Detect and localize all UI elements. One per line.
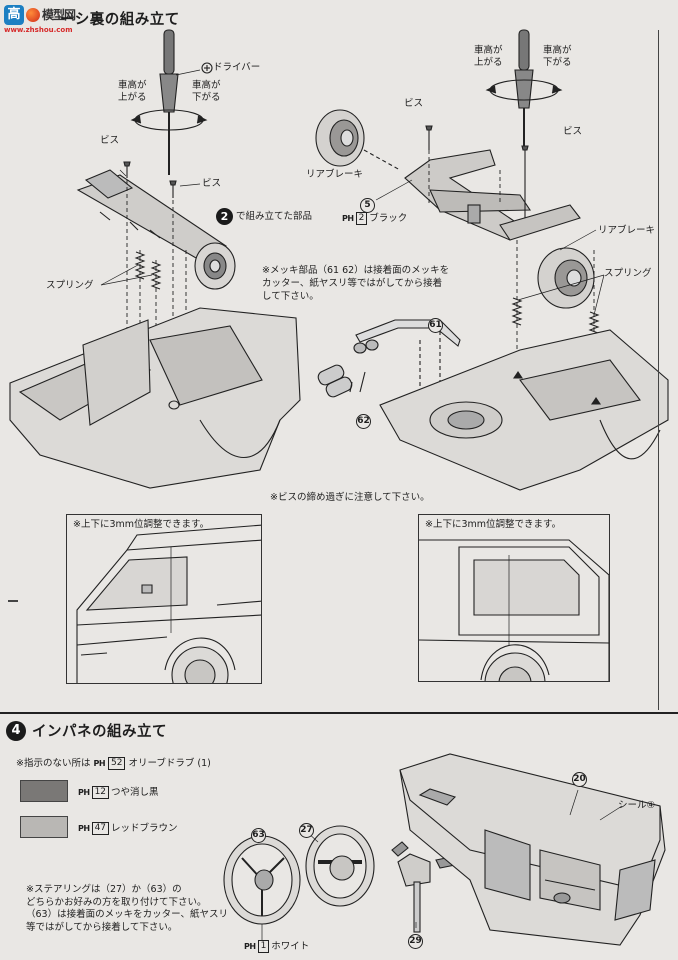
- step2-reference: 2 で組み立てた部品: [216, 208, 312, 225]
- height-up-label-right: 車高が 上がる: [474, 45, 503, 68]
- seal-label: シール④: [618, 800, 656, 811]
- rear-brake-label-left: リアブレーキ: [306, 169, 364, 180]
- adjust-note-left: ※上下に3mm位調整できます。: [73, 519, 210, 530]
- chassis-assembly-illustration: [9, 29, 669, 491]
- adjust-note-right: ※上下に3mm位調整できます。: [425, 519, 562, 530]
- part20-callout: 20: [572, 766, 587, 787]
- swatch2-color-name: レッドブラウン: [111, 822, 178, 834]
- part29-callout: 29: [408, 928, 423, 949]
- height-down-label-right: 車高が 下がる: [543, 45, 572, 68]
- part29-number: 29: [408, 934, 423, 949]
- swatch-red-brown: [20, 816, 68, 838]
- right-margin-bar: [658, 30, 660, 710]
- left-margin-mark: [8, 600, 18, 602]
- part61-number: 61: [428, 318, 443, 333]
- section4-header: 4 インパネの組み立て: [6, 720, 167, 741]
- screw-label-2: ビス: [202, 178, 222, 189]
- part27-callout: 27: [299, 817, 314, 838]
- steering-color-label: PH 1 ホワイト: [244, 940, 309, 953]
- steering-ph-number: 1: [257, 940, 270, 953]
- height-down-label-left: 車高が 下がる: [192, 80, 221, 103]
- steering-ph-icon: PH: [244, 941, 256, 951]
- van-adjust-frame-right: ※上下に3mm位調整できます。: [418, 514, 610, 682]
- watermark-logo: 高 模型网 www.zhshou.com: [4, 3, 76, 35]
- part27-number: 27: [299, 823, 314, 838]
- part62-number: 62: [356, 414, 371, 429]
- part20-number: 20: [572, 772, 587, 787]
- rear-brake-drum-right-icon: [537, 247, 595, 309]
- chassis-floor-left-icon: [9, 307, 301, 489]
- screw-label-1: ビス: [100, 135, 120, 146]
- steering-note: ※ステアリングは（27）か（63）の どちらかお好みの方を取り付けて下さい。 （…: [26, 884, 228, 933]
- screw-label-4: ビス: [563, 126, 583, 137]
- screwdriver-right-icon: [485, 29, 563, 150]
- screwdriver-left-icon: [130, 29, 208, 175]
- swatch2-ph-number: 47: [91, 822, 110, 835]
- swatch1-ph-number: 12: [91, 786, 110, 799]
- steering-wheel-63-icon: [223, 835, 301, 925]
- swatch1-color-name: つや消し黒: [111, 786, 159, 798]
- swatch-matt-black: [20, 780, 68, 802]
- default-note-prefix: ※指示のない所は: [16, 757, 91, 769]
- rear-brake-label-right: リアブレーキ: [598, 225, 656, 236]
- part5-color-name: ブラック: [369, 212, 408, 224]
- part5-number: 5: [360, 198, 375, 213]
- default-ph-icon: PH: [93, 758, 106, 768]
- swatch1-ph-icon: PH: [78, 787, 90, 797]
- default-color-note: ※指示のない所は PH 52 オリーブドラブ (1): [16, 757, 211, 770]
- screw-label-3: ビス: [404, 98, 424, 109]
- steering-color-name: ホワイト: [271, 940, 310, 952]
- step2-text: で組み立てた部品: [236, 210, 313, 222]
- dashboard-icon: [399, 753, 666, 946]
- part5-callout: 5: [360, 192, 375, 213]
- part63-callout: 63: [251, 822, 266, 843]
- spring-label-right: スプリング: [604, 268, 652, 279]
- watermark-overlay-text: 模型网: [42, 8, 76, 22]
- watermark-globe-icon: [26, 8, 40, 22]
- steering-wheel-27-icon: [305, 825, 375, 907]
- rear-axle-part-icon: [76, 169, 236, 290]
- swatch-matt-black-label: PH 12 つや消し黒: [78, 786, 159, 799]
- swatch-red-brown-label: PH 47 レッドブラウン: [78, 822, 178, 835]
- rear-axle-right-icon: [404, 149, 581, 241]
- section4-title: インパネの組み立て: [32, 724, 167, 740]
- part62-callout: 62: [356, 408, 371, 429]
- part63-number: 63: [251, 828, 266, 843]
- screw-tighten-note: ※ビスの締め過ぎに注意して下さい。: [270, 492, 430, 503]
- van-front-icon: [76, 524, 261, 683]
- part61-callout: 61: [428, 312, 443, 333]
- plating-note: ※メッキ部品（61 62）は接着面のメッキを カッター、紙ヤスリ等ではがしてから…: [262, 265, 450, 302]
- watermark-site-url: www.zhshou.com: [4, 26, 73, 34]
- part5-ph-icon: PH: [342, 213, 354, 223]
- part5-ph-number: 2: [355, 212, 368, 225]
- default-color-name: オリーブドラブ (1): [128, 757, 211, 769]
- height-up-label-left: 車高が 上がる: [118, 80, 147, 103]
- rear-brake-drum-left-icon: [315, 109, 365, 167]
- default-ph-number: 52: [108, 757, 126, 770]
- chassis-floor-right-icon: [379, 329, 669, 491]
- part5-color-label: PH 2 ブラック: [342, 212, 407, 225]
- watermark-logo-icon: 高: [4, 5, 24, 25]
- section4-divider: [0, 712, 678, 714]
- spring-label-left: スプリング: [46, 280, 94, 291]
- van-adjust-frame-left: ※上下に3mm位調整できます。: [66, 514, 262, 684]
- dashboard-assembly-illustration: [223, 753, 666, 946]
- step2-number-badge: 2: [216, 208, 233, 225]
- swatch2-ph-icon: PH: [78, 823, 90, 833]
- van-rear-icon: [419, 539, 609, 681]
- driver-label: ドライバー: [213, 62, 261, 73]
- section3-title: ーシ裏の組み立て: [60, 12, 180, 28]
- section4-number-badge: 4: [6, 720, 26, 741]
